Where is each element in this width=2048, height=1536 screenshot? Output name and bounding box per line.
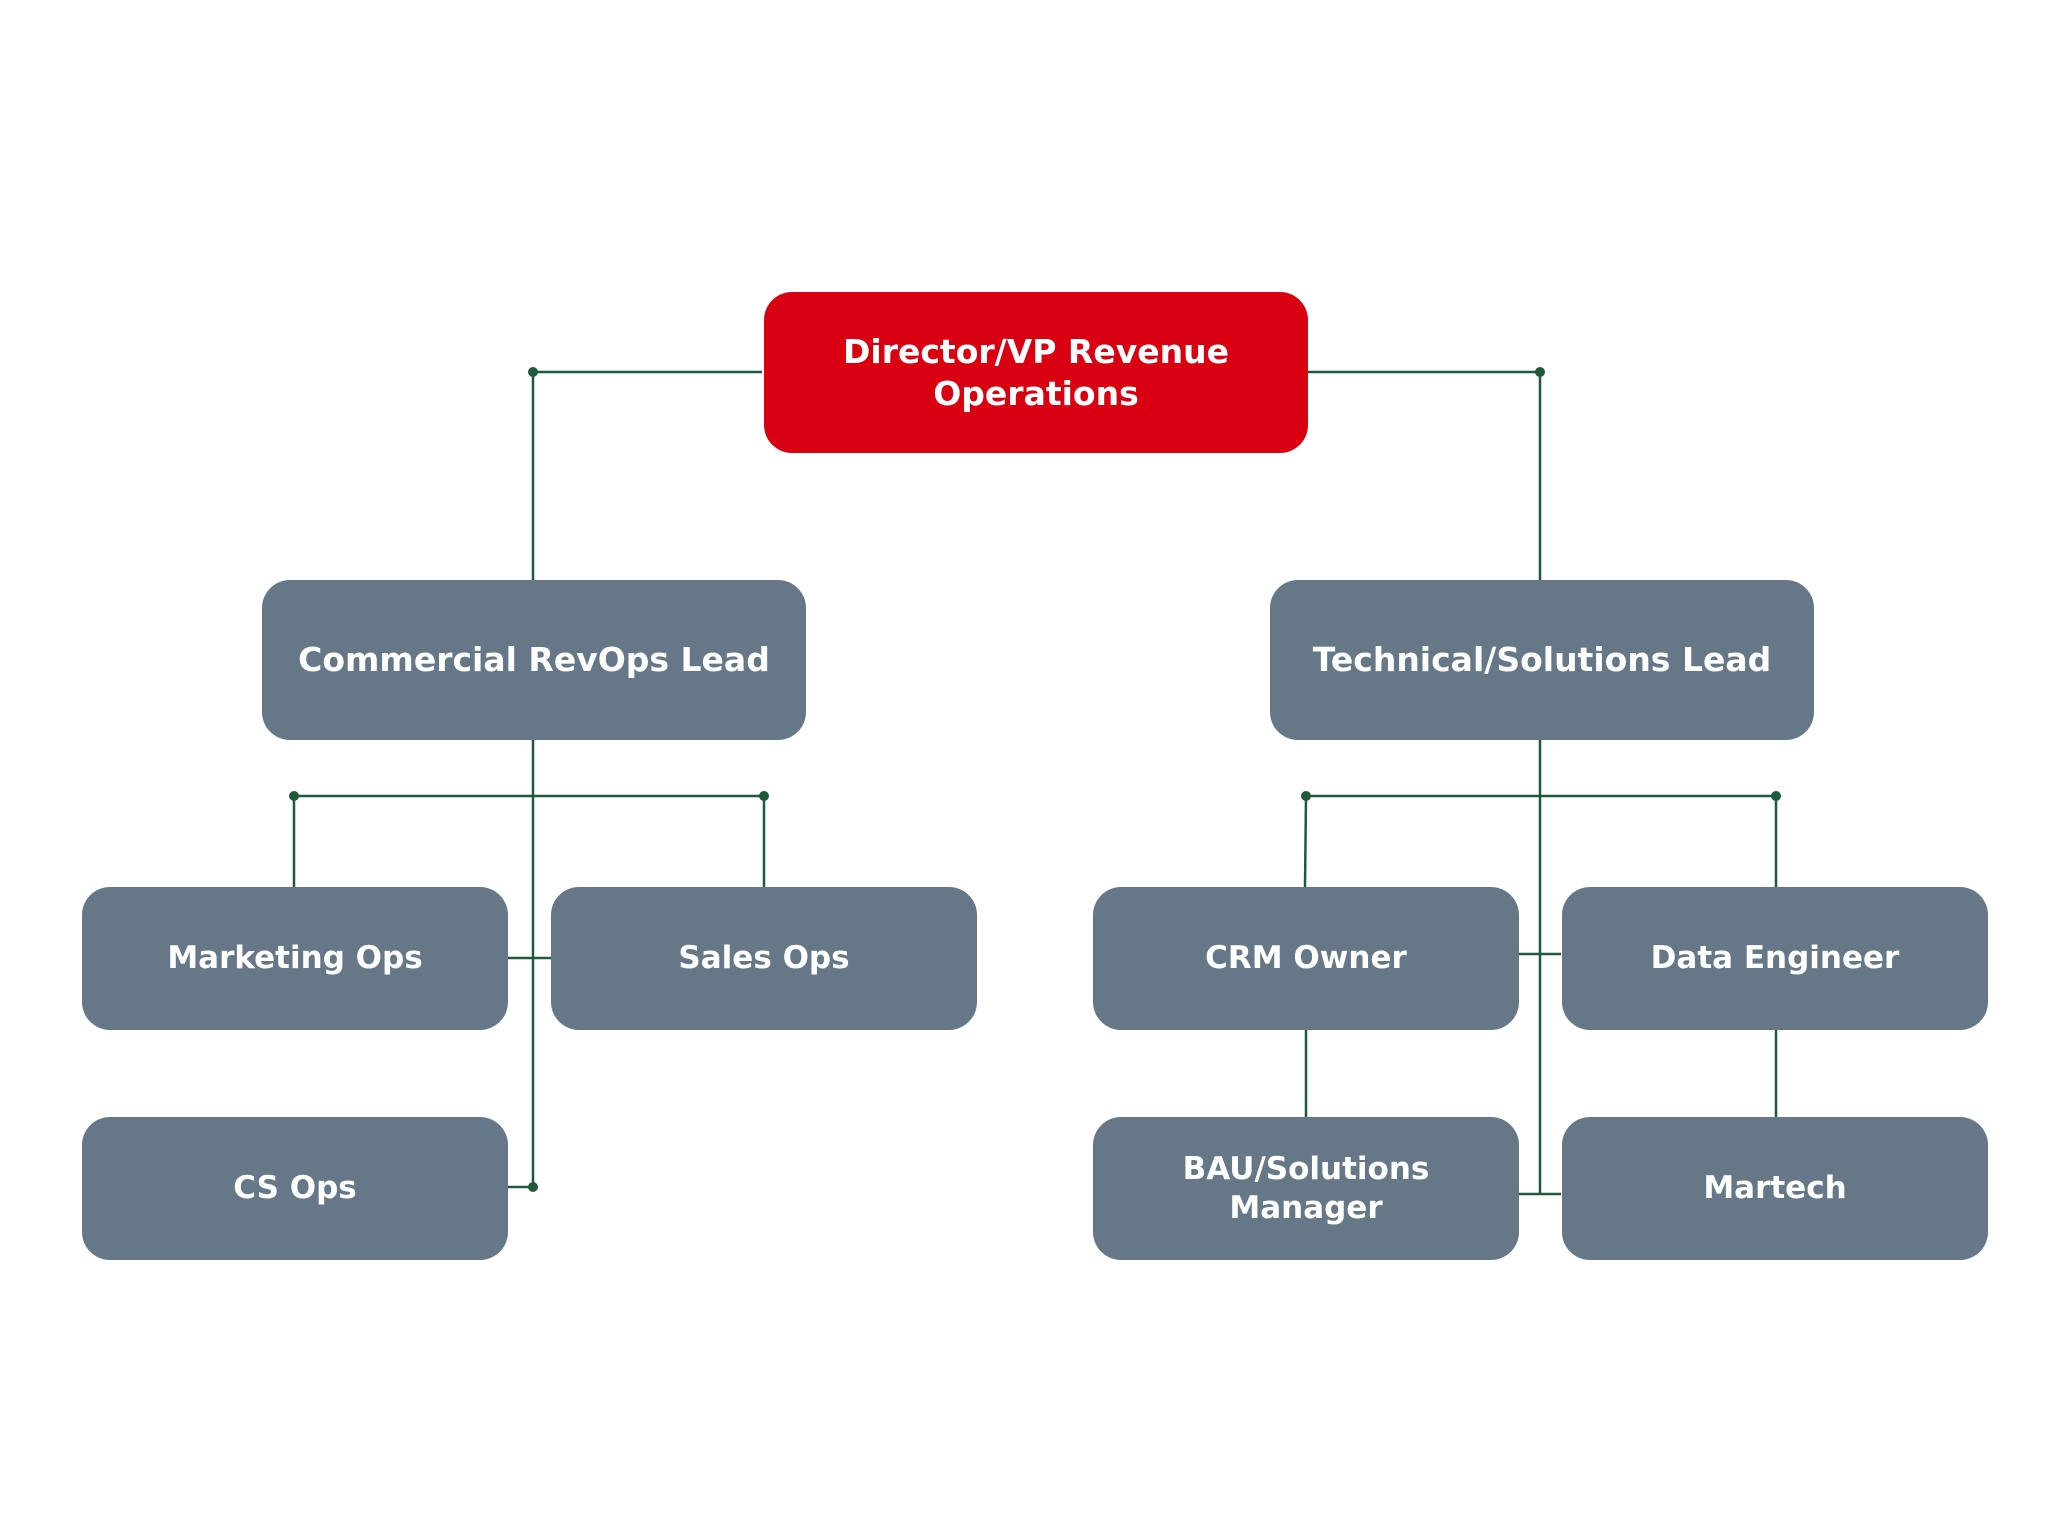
node-label: CS Ops — [233, 1170, 357, 1207]
node-label: Marketing Ops — [167, 940, 423, 977]
node-label: BAU/Solutions Manager — [1182, 1150, 1430, 1226]
connector-dot — [289, 791, 299, 801]
node-data-engineer: Data Engineer — [1562, 887, 1988, 1030]
node-cs-ops: CS Ops — [82, 1117, 508, 1260]
connector-dot — [1771, 791, 1781, 801]
node-label: Director/VP Revenue Operations — [843, 332, 1229, 413]
connector-dot — [528, 367, 538, 377]
node-martech: Martech — [1562, 1117, 1988, 1260]
node-label: Martech — [1703, 1170, 1847, 1207]
node-label: Sales Ops — [678, 940, 850, 977]
node-marketing-ops: Marketing Ops — [82, 887, 508, 1030]
connector-root-commercial — [531, 370, 762, 580]
node-bau-solutions-manager: BAU/Solutions Manager — [1093, 1117, 1519, 1260]
connector-root-technical — [1308, 370, 1542, 580]
connector-crm-owner — [1303, 795, 1308, 888]
node-label: CRM Owner — [1205, 940, 1407, 977]
node-commercial-revops-lead: Commercial RevOps Lead — [262, 580, 806, 740]
node-director-vp-revenue-operations: Director/VP Revenue Operations — [764, 292, 1308, 453]
node-label: Technical/Solutions Lead — [1312, 640, 1772, 680]
node-label: Commercial RevOps Lead — [298, 640, 770, 680]
connector-dot — [759, 791, 769, 801]
connector-dot — [528, 1182, 538, 1192]
node-sales-ops: Sales Ops — [551, 887, 977, 1030]
connector-dot — [1535, 367, 1545, 377]
node-label: Data Engineer — [1650, 940, 1900, 977]
node-crm-owner: CRM Owner — [1093, 887, 1519, 1030]
node-technical-solutions-lead: Technical/Solutions Lead — [1270, 580, 1814, 740]
connector-dot — [1301, 791, 1311, 801]
